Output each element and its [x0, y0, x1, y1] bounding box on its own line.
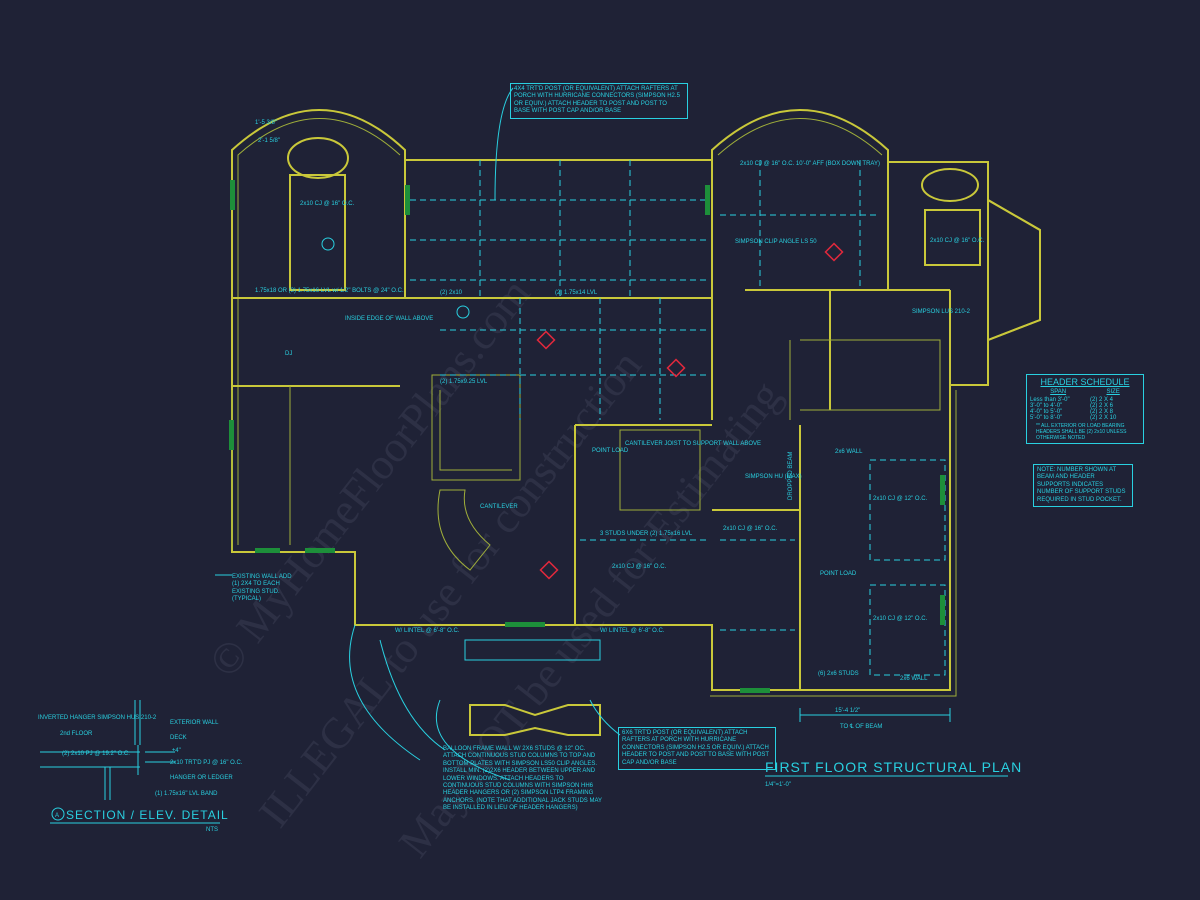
plan-labels: 1'-5 3/8" 2'-1 5/8" 2x10 CJ @ 16" O.C. 1… [255, 120, 985, 730]
section-marker: A [55, 813, 59, 819]
svg-text:(2) 2x10: (2) 2x10 [440, 290, 463, 296]
svg-text:EXTERIOR WALL: EXTERIOR WALL [170, 720, 219, 726]
plan-scale: 1/4"=1'-0" [765, 782, 791, 788]
header-schedule-title: HEADER SCHEDULE [1040, 377, 1130, 387]
svg-text:INVERTED HANGER SIMPSON HUS 21: INVERTED HANGER SIMPSON HUS 210-2 [38, 715, 157, 721]
svg-text:(1) 1.75x16" LVL BAND: (1) 1.75x16" LVL BAND [155, 791, 218, 797]
svg-text:POINT LOAD: POINT LOAD [592, 448, 629, 454]
schedule-row: 4'-0" to 5'-0"(2) 2 X 8 [1030, 409, 1114, 415]
svg-text:2nd FLOOR: 2nd FLOOR [60, 731, 93, 737]
svg-text:2'-1 5/8": 2'-1 5/8" [258, 138, 280, 144]
plan-title: FIRST FLOOR STRUCTURAL PLAN [765, 759, 1022, 775]
svg-text:SIMPSON HU (MAX): SIMPSON HU (MAX) [745, 474, 802, 480]
svg-text:TO ℄ OF BEAM: TO ℄ OF BEAM [840, 724, 882, 730]
schedule-row: Less than 3'-0"(2) 2 X 4 [1030, 397, 1114, 403]
svg-text:±4": ±4" [172, 748, 181, 754]
svg-text:1'-5 3/8": 1'-5 3/8" [255, 120, 277, 126]
svg-text:2x10 CJ @ 16" O.C. 10'-0" AFF: 2x10 CJ @ 16" O.C. 10'-0" AFF (BOX DOWN … [740, 161, 880, 167]
svg-text:3 STUDS UNDER (2) 1.75x16 LVL: 3 STUDS UNDER (2) 1.75x16 LVL [600, 531, 693, 537]
schedule-footnote: ** ALL EXTERIOR OR LOAD BEARING HEADERS … [1036, 423, 1127, 441]
svg-text:CANTILEVER JOIST TO SUPPORT WA: CANTILEVER JOIST TO SUPPORT WALL ABOVE [625, 441, 761, 447]
existing-wall-note: EXISTING WALL ADD (1) 2x4 TO EACH EXISTI… [232, 574, 292, 603]
col-size: SIZE [1106, 389, 1120, 395]
svg-text:HANGER OR LEDGER: HANGER OR LEDGER [170, 775, 233, 781]
svg-text:(2) 1.75x9.25 LVL: (2) 1.75x9.25 LVL [440, 379, 488, 385]
section-detail: INVERTED HANGER SIMPSON HUS 210-2 2nd FL… [38, 700, 243, 833]
svg-text:2x10 CJ @ 12" O.C.: 2x10 CJ @ 12" O.C. [873, 616, 928, 622]
windows [229, 180, 945, 693]
svg-text:DJ: DJ [285, 351, 292, 357]
svg-text:(2) 1.75x14 LVL: (2) 1.75x14 LVL [555, 290, 598, 296]
interior-walls [231, 160, 951, 690]
exterior-walls [231, 109, 1041, 697]
svg-text:W/ LINTEL @ 6'-8" O.C.: W/ LINTEL @ 6'-8" O.C. [395, 628, 460, 634]
porch-note-top: 4x4 TRT'D POST (OR EQUIVALENT) ATTACH RA… [510, 83, 688, 119]
svg-text:POINT LOAD: POINT LOAD [820, 571, 857, 577]
svg-text:2x10 CJ @ 16" O.C.: 2x10 CJ @ 16" O.C. [300, 201, 355, 207]
svg-text:(6) 2x6 STUDS: (6) 2x6 STUDS [818, 671, 859, 677]
svg-text:W/ LINTEL @ 6'-8" O.C.: W/ LINTEL @ 6'-8" O.C. [600, 628, 665, 634]
section-title: SECTION / ELEV. DETAIL [66, 808, 229, 822]
svg-text:2x10 CJ @ 12" O.C.: 2x10 CJ @ 12" O.C. [873, 496, 928, 502]
svg-text:SIMPSON LUS 210-2: SIMPSON LUS 210-2 [912, 309, 971, 315]
point-load-markers [536, 242, 844, 580]
svg-text:2x10 CJ @ 16" O.C.: 2x10 CJ @ 16" O.C. [723, 526, 778, 532]
schedule-row: 3'-0" to 4'-0"(2) 2 X 6 [1030, 403, 1114, 409]
porch-note-bottom: 6x6 TRT'D POST (OR EQUIVALENT) ATTACH RA… [618, 727, 776, 771]
svg-text:SIMPSON CLIP ANGLE LS 50: SIMPSON CLIP ANGLE LS 50 [735, 239, 817, 245]
fixtures [287, 137, 1041, 571]
svg-text:15'-4 1/2": 15'-4 1/2" [835, 708, 860, 714]
svg-text:2x10 CJ @ 16" O.C.: 2x10 CJ @ 16" O.C. [930, 238, 985, 244]
svg-text:DECK: DECK [170, 735, 187, 741]
svg-text:2x10 CJ @ 16" O.C.: 2x10 CJ @ 16" O.C. [612, 564, 667, 570]
svg-text:2x6 WALL: 2x6 WALL [835, 449, 863, 455]
svg-text:INSIDE EDGE OF WALL ABOVE: INSIDE EDGE OF WALL ABOVE [345, 316, 433, 322]
svg-text:NTS: NTS [206, 827, 218, 833]
beams [349, 160, 951, 781]
svg-text:2x6 WALL: 2x6 WALL [900, 676, 928, 682]
svg-text:DROPPED BEAM: DROPPED BEAM [788, 452, 794, 500]
svg-text:2x10 TRT'D PJ @ 16" O.C.: 2x10 TRT'D PJ @ 16" O.C. [170, 760, 243, 766]
schedule-row: 5'-0" to 8'-0"(2) 2 X 10 [1030, 415, 1117, 421]
balloon-frame-note: BALLOON FRAME WALL w/ 2x6 STUDS @ 12" OC… [443, 746, 602, 812]
leader-lines [215, 87, 621, 751]
svg-text:CANTILEVER: CANTILEVER [480, 504, 518, 510]
stud-note: NOTE: NUMBER SHOWN AT BEAM AND HEADER SU… [1033, 464, 1133, 508]
header-schedule: HEADER SCHEDULE SPAN SIZE Less than 3'-0… [1026, 374, 1144, 444]
plan-title-block: FIRST FLOOR STRUCTURAL PLAN 1/4"=1'-0" [765, 759, 1022, 788]
svg-text:(2) 2x10 PJ @ 19.2" O.C.: (2) 2x10 PJ @ 19.2" O.C. [62, 751, 130, 757]
col-span: SPAN [1050, 389, 1067, 395]
svg-text:1.75x18 OR (3) 1.75x16 LVL w/: 1.75x18 OR (3) 1.75x16 LVL w/ 1/2" BOLTS… [255, 288, 404, 294]
svg-text:© MyHomeFloorPlans.com: © MyHomeFloorPlans.com [199, 269, 540, 686]
